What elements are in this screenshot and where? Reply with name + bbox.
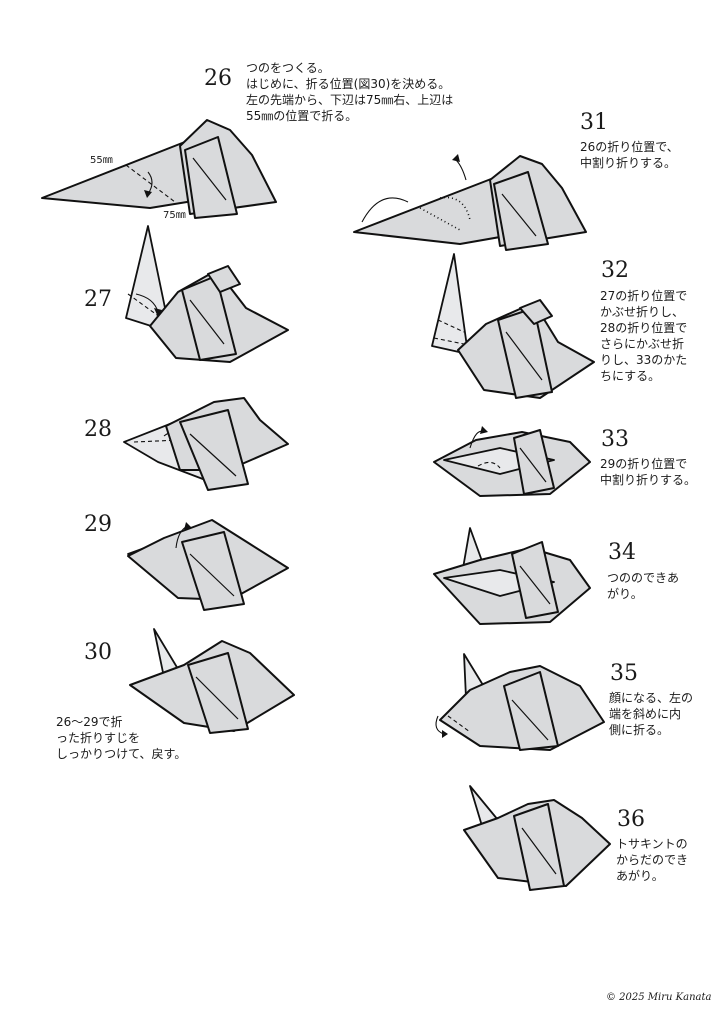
step-31-line-2: 中割り折りする。 <box>580 156 677 170</box>
step-34-instructions: つののできあ がり。 <box>607 570 679 602</box>
step-35-line-1: 顔になる、左の <box>609 691 694 705</box>
step-29-number: 29 <box>84 512 112 537</box>
step-26-figure <box>41 119 277 219</box>
step-35-number: 35 <box>610 661 638 686</box>
step-32-line-5: りし、33のかた <box>600 353 688 367</box>
step-27-number: 27 <box>84 287 112 312</box>
step-29-figure <box>127 519 289 611</box>
step-33-number: 33 <box>601 427 629 452</box>
step-32-line-4: さらにかぶせ折 <box>600 337 685 351</box>
step-31-instructions: 26の折り位置で、 中割り折りする。 <box>580 139 679 171</box>
step-32-line-1: 27の折り位置で <box>600 289 688 303</box>
step-36-figure <box>463 785 611 891</box>
step-36-number: 36 <box>617 807 645 832</box>
step-26-number: 26 <box>204 66 232 91</box>
step-33-instructions: 29の折り位置で 中割り折りする。 <box>600 456 696 488</box>
step-34-line-2: がり。 <box>607 587 643 601</box>
step-26-instructions: つのをつくる。 はじめに、折る位置(図30)を決める。 左の先端から、下辺は75… <box>246 60 453 124</box>
step-36-line-2: からだのでき <box>616 853 689 867</box>
step-32-instructions: 27の折り位置で かぶせ折りし、 28の折り位置で さらにかぶせ折 りし、33の… <box>600 288 687 384</box>
dimension-upper-label: 55㎜ <box>90 155 113 166</box>
copyright-notice: © 2025 Miru Kanata <box>606 992 712 1003</box>
dimension-lower-label: 75㎜ <box>163 210 186 221</box>
step-34-number: 34 <box>608 540 636 565</box>
step-28-number: 28 <box>84 417 112 442</box>
step-32-number: 32 <box>601 258 629 283</box>
step-36-line-1: トサキントの <box>616 837 688 851</box>
step-33-figure <box>433 426 591 497</box>
step-32-line-3: 28の折り位置で <box>600 321 688 335</box>
step-31-figure <box>353 154 587 251</box>
step-26-line-3: 左の先端から、下辺は75㎜右、上辺は <box>246 93 454 107</box>
step-27-figure <box>125 225 289 363</box>
step-36-line-3: あがり。 <box>616 869 664 883</box>
step-35-instructions: 顔になる、左の 端を斜めに内 側に折る。 <box>609 690 693 738</box>
step-36-instructions: トサキントの からだのでき あがり。 <box>616 836 688 884</box>
step-30-line-1: 26～29で折 <box>56 715 123 729</box>
step-31-line-1: 26の折り位置で、 <box>580 140 679 154</box>
step-35-figure <box>435 653 605 751</box>
step-30-figure <box>129 628 295 734</box>
step-34-line-1: つののできあ <box>607 571 680 585</box>
step-26-line-1: つのをつくる。 <box>246 61 330 75</box>
step-30-line-3: しっかりつけて、戻す。 <box>56 747 187 761</box>
step-30-number: 30 <box>84 640 112 665</box>
step-26-line-4: 55㎜の位置で折る。 <box>246 109 358 123</box>
step-32-line-6: ちにする。 <box>600 369 661 383</box>
step-33-line-1: 29の折り位置で <box>600 457 688 471</box>
step-31-number: 31 <box>580 110 608 135</box>
step-33-line-2: 中割り折りする。 <box>600 473 697 487</box>
step-35-line-2: 端を斜めに内 <box>609 707 682 721</box>
step-30-instructions: 26～29で折 った折りすじを しっかりつけて、戻す。 <box>56 714 186 762</box>
step-30-line-2: った折りすじを <box>56 731 141 745</box>
step-26-line-2: はじめに、折る位置(図30)を決める。 <box>246 77 451 91</box>
step-35-line-3: 側に折る。 <box>609 723 670 737</box>
step-32-figure <box>431 253 595 399</box>
step-28-figure <box>123 397 289 491</box>
step-32-line-2: かぶせ折りし、 <box>600 305 685 319</box>
step-34-figure <box>433 527 591 625</box>
